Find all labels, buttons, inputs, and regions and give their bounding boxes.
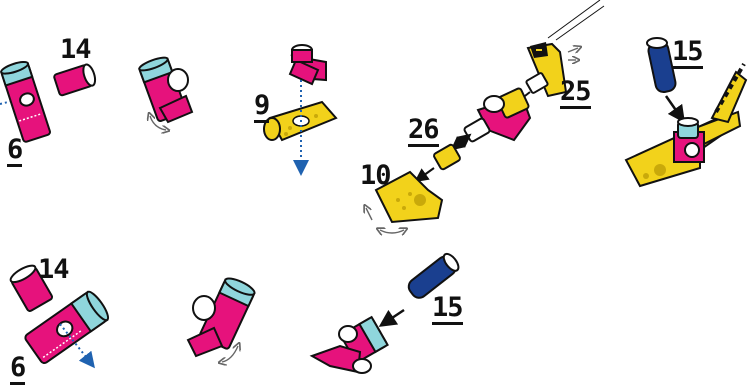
step-6-tube-assembly (9, 264, 110, 369)
part-label-15: 15 (672, 36, 704, 69)
part-14-cylinder (9, 264, 54, 312)
part-6-tube (0, 61, 51, 143)
rotate-arrow-icon (150, 116, 166, 130)
rotate-arrow-icon (222, 346, 238, 362)
part-label-14: 14 (38, 254, 70, 285)
guide-dotted-arrow (59, 323, 95, 369)
part-label-9: 9 (254, 90, 270, 123)
step-7-rotate-assembly (186, 277, 256, 362)
part-9-yellow-base (263, 100, 338, 142)
part-label-15: 15 (432, 292, 464, 325)
step-2-rotate-assembly (138, 56, 194, 130)
step-3-drop-into-base (263, 44, 338, 176)
part-label-14: 14 (60, 34, 92, 65)
part-label-26: 26 (408, 114, 440, 147)
part-label-6: 6 (7, 134, 23, 167)
part-6-tube (24, 290, 110, 365)
part-label-10: 10 (360, 160, 392, 191)
step-8-blue-rod-insertion (309, 252, 460, 374)
step-5-blue-rod-insertion (624, 37, 748, 188)
step-1-tube-insertion (0, 61, 97, 143)
part-label-25: 25 (560, 76, 592, 109)
part-label-6: 6 (10, 352, 26, 385)
step-4-chain-assembly (366, 0, 605, 233)
part-14-cylinder (53, 63, 97, 97)
rotate-arrow-icon (380, 230, 404, 233)
